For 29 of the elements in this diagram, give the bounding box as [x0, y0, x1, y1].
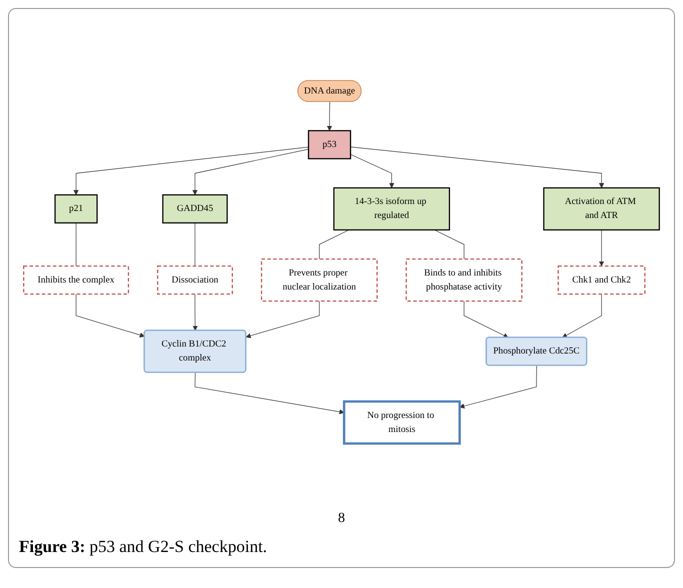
arrow	[326, 102, 332, 131]
connector	[319, 230, 350, 260]
connector	[434, 230, 464, 260]
arrow	[459, 365, 537, 408]
arrow	[192, 148, 309, 196]
node-box: Chk1 and Chk2	[558, 266, 646, 295]
node-box: Activation of ATM and ATR	[543, 187, 660, 230]
connector	[194, 222, 196, 266]
node-box: Prevents proper nuclear localization	[260, 258, 378, 302]
node-box: Binds to and inhibits phosphatase activity	[406, 258, 522, 302]
arrow	[74, 146, 309, 196]
figure-caption: Figure 3: p53 and G2-S checkpoint.	[19, 537, 268, 557]
node-box: Dissociation	[157, 266, 233, 295]
node-box: 14-3-3s isoform up regulated	[333, 187, 450, 230]
arrow	[76, 294, 145, 338]
node-box: GADD45	[162, 194, 228, 224]
arrow	[194, 372, 344, 414]
arrow	[464, 300, 508, 338]
page-number: 8	[337, 511, 346, 527]
node-box: p53	[308, 130, 352, 160]
node-box: p21	[54, 194, 98, 224]
arrow	[350, 146, 604, 188]
node-box: No progression to mitosis	[342, 400, 461, 445]
arrow	[246, 300, 320, 338]
node-box: Inhibits the complex	[23, 266, 130, 295]
arrow	[350, 154, 394, 188]
arrow	[192, 294, 198, 331]
arrow	[598, 230, 604, 266]
arrow	[562, 294, 602, 338]
